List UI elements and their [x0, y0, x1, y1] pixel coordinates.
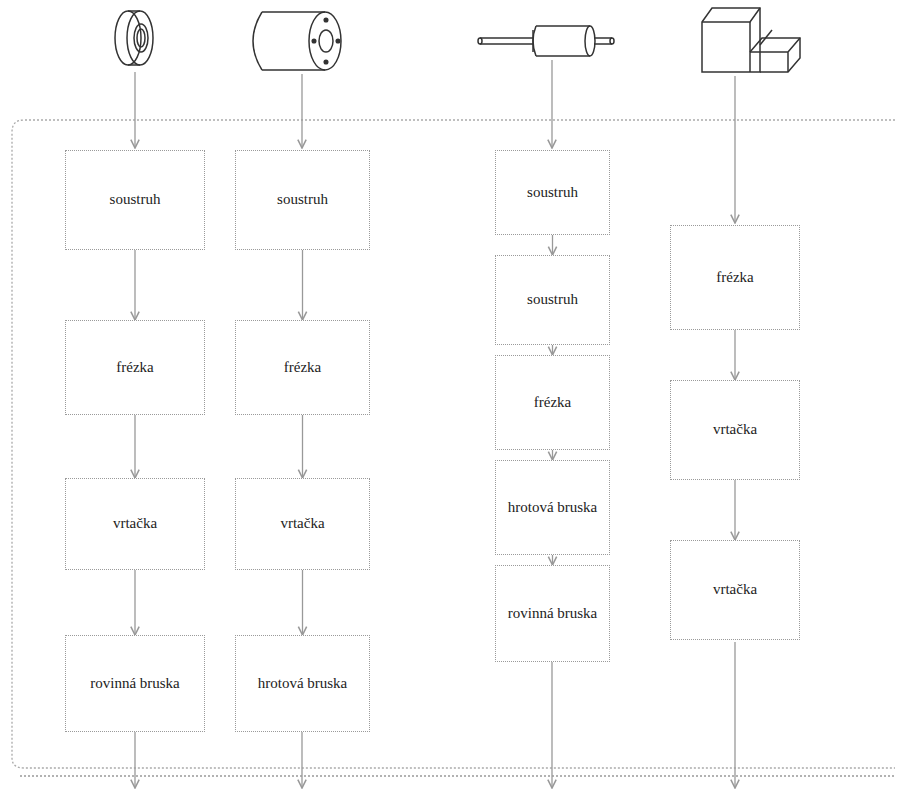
process-box: soustruh [235, 150, 370, 250]
flow-arrow [552, 235, 553, 255]
machine-label: soustruh [110, 191, 161, 208]
flow-arrow [734, 330, 735, 380]
machine-label: hrotová bruska [258, 675, 348, 692]
flow-arrow [302, 415, 303, 478]
process-box: frézka [495, 355, 610, 450]
flow-arrow [134, 570, 135, 635]
machine-label: vrtačka [280, 515, 324, 532]
block-icon [702, 8, 800, 72]
process-box: hrotová bruska [495, 460, 610, 555]
process-box: vrtačka [670, 540, 800, 640]
process-box: frézka [65, 320, 205, 415]
flow-arrow [302, 250, 303, 320]
frame-outline [12, 120, 895, 768]
flow-arrow [552, 345, 553, 355]
machine-label: frézka [116, 359, 153, 376]
machine-label: soustruh [527, 184, 578, 201]
process-box: vrtačka [235, 478, 370, 570]
shaft-icon [478, 26, 614, 56]
machine-label: frézka [534, 394, 571, 411]
machine-label: soustruh [527, 291, 578, 308]
process-box: soustruh [65, 150, 205, 250]
machine-label: hrotová bruska [508, 499, 598, 516]
process-box: vrtačka [65, 478, 205, 570]
flow-arrow [20, 60, 895, 788]
machine-label: frézka [716, 269, 753, 286]
flow-arrow [734, 480, 735, 540]
process-box: hrotová bruska [235, 635, 370, 732]
machine-label: vrtačka [113, 515, 157, 532]
machine-label: vrtačka [713, 421, 757, 438]
flow-arrow [552, 555, 553, 565]
process-box: soustruh [495, 150, 610, 235]
process-box: rovinná bruska [495, 565, 610, 662]
flow-arrow [134, 250, 135, 320]
machine-label: frézka [284, 359, 321, 376]
machine-label: rovinná bruska [90, 675, 180, 692]
process-box: soustruh [495, 255, 610, 345]
flow-arrow [552, 450, 553, 460]
process-box: frézka [670, 225, 800, 330]
ring-icon [115, 11, 153, 65]
process-box: rovinná bruska [65, 635, 205, 732]
flow-arrow [302, 570, 303, 635]
machine-label: soustruh [277, 191, 328, 208]
process-box: vrtačka [670, 380, 800, 480]
cylinder-icon [253, 12, 341, 70]
machine-label: vrtačka [713, 581, 757, 598]
machine-label: rovinná bruska [508, 605, 598, 622]
process-box: frézka [235, 320, 370, 415]
flow-arrow [134, 415, 135, 478]
